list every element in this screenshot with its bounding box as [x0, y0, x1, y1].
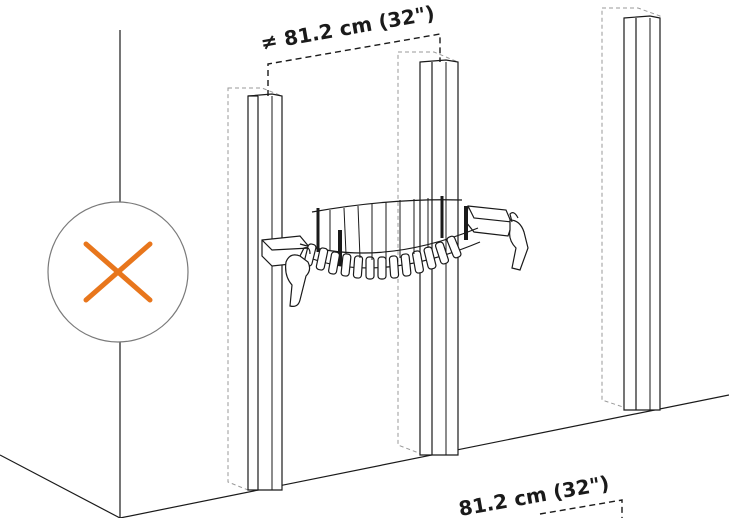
left-hand — [285, 254, 311, 307]
bridge-planks — [303, 235, 462, 280]
x-mark-icon — [83, 241, 153, 303]
bottom-dimension-label: 81.2 cm (32") — [457, 471, 611, 518]
bottom-dimension-bracket — [539, 499, 623, 518]
wall-post-right — [601, 7, 661, 411]
hands-illustration — [285, 212, 529, 307]
top-dimension-bracket — [267, 33, 441, 96]
post-left-face — [247, 93, 283, 491]
bridge-back-rope — [311, 199, 463, 213]
bridge-vertical-ropes — [329, 198, 429, 260]
wall-post-left — [227, 87, 283, 491]
floor-edge-line — [0, 454, 121, 518]
error-indicator — [47, 201, 189, 343]
post-right-face — [623, 15, 661, 411]
floor-wall-line — [119, 394, 729, 518]
top-dimension-label: ≠ 81.2 cm (32") — [259, 1, 437, 55]
right-hand — [509, 219, 529, 271]
